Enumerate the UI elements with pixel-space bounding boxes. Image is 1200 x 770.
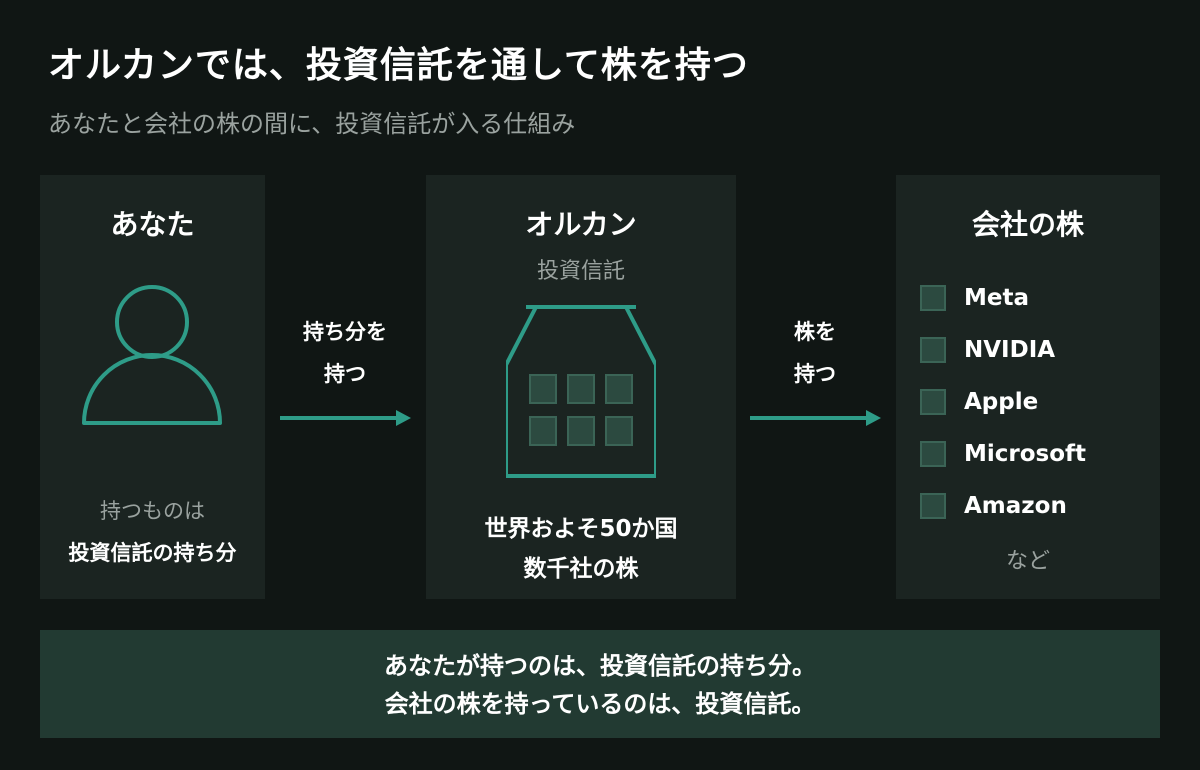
- fund-caption-line2: 数千社の株: [523, 556, 639, 582]
- stock-name: Apple: [964, 389, 1039, 415]
- stock-name: Microsoft: [964, 441, 1087, 467]
- arrow-2-label: 株を 持つ: [750, 311, 880, 395]
- fund-subheading: 投資信託: [536, 259, 625, 284]
- page-title: オルカンでは、投資信託を通して株を持つ: [48, 45, 749, 86]
- stocks-panel: 会社の株 Meta NVIDIA Apple Microsoft Amazon …: [896, 175, 1160, 599]
- stock-list: Meta NVIDIA Apple Microsoft Amazon: [920, 272, 1086, 532]
- arrow-right-icon: [280, 410, 411, 426]
- stocks-heading: 会社の株: [971, 208, 1084, 241]
- stock-square-icon: [920, 493, 946, 519]
- arrow-1-label: 持ち分を 持つ: [280, 311, 410, 395]
- fund-caption-line1: 世界およそ50か国: [484, 516, 678, 542]
- stock-item: Apple: [920, 376, 1086, 428]
- fund-heading: オルカン: [525, 208, 637, 241]
- stock-item: NVIDIA: [920, 324, 1086, 376]
- summary-box: あなたが持つのは、投資信託の持ち分。 会社の株を持っているのは、投資信託。: [40, 630, 1160, 738]
- you-panel: あなた 持つものは 投資信託の持ち分: [40, 175, 265, 599]
- stock-square-icon: [920, 441, 946, 467]
- summary-line2: 会社の株を持っているのは、投資信託。: [384, 690, 816, 718]
- stock-name: NVIDIA: [964, 337, 1056, 363]
- stock-item: Amazon: [920, 480, 1086, 532]
- you-heading: あなた: [110, 208, 195, 241]
- arrow-1-label-line1: 持ち分を: [303, 320, 387, 344]
- stock-item: Meta: [920, 272, 1086, 324]
- summary-line1: あなたが持つのは、投資信託の持ち分。: [384, 652, 816, 680]
- stock-item: Microsoft: [920, 428, 1086, 480]
- building-icon: [506, 305, 656, 478]
- stock-square-icon: [920, 285, 946, 311]
- arrow-right-icon: [750, 410, 881, 426]
- stock-square-icon: [920, 389, 946, 415]
- arrow-2-label-line1: 株を: [794, 320, 836, 344]
- stock-name: Meta: [964, 285, 1030, 311]
- you-caption-strong: 投資信託の持ち分: [68, 541, 237, 565]
- page-subtitle: あなたと会社の株の間に、投資信託が入る仕組み: [48, 110, 576, 138]
- arrow-1-label-line2: 持つ: [324, 362, 366, 386]
- stocks-etc: など: [1005, 549, 1050, 574]
- person-icon: [82, 285, 222, 425]
- stock-square-icon: [920, 337, 946, 363]
- fund-panel: オルカン 投資信託 世界およそ50か国 数千社の株: [426, 175, 736, 599]
- stock-name: Amazon: [964, 493, 1067, 519]
- fund-caption: 世界およそ50か国 数千社の株: [426, 509, 736, 589]
- arrow-2-label-line2: 持つ: [794, 362, 836, 386]
- you-caption: 持つものは: [100, 499, 205, 523]
